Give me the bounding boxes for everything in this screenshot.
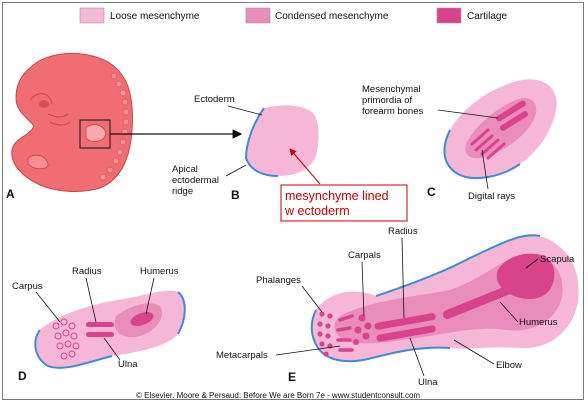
legend-swatch-loose (79, 7, 105, 24)
panel-c-letter: C (427, 185, 436, 199)
panel-e-letter: E (288, 370, 296, 384)
figure-frame (2, 2, 584, 400)
panel-a-letter: A (6, 187, 15, 201)
legend-label-cartilage: Cartilage (467, 11, 507, 22)
callout-arrow (289, 148, 321, 185)
embryo-somites (99, 72, 130, 181)
ulna-d-pointer (103, 337, 121, 361)
limb-bud-ectoderm (244, 107, 279, 177)
phalanges-e (317, 311, 333, 357)
label-mesenchymal-line-1: Mesenchymal (362, 84, 421, 95)
limb-d-ectoderm (34, 329, 113, 369)
label-radius-d: Radius (72, 266, 102, 277)
metacarpals-e (336, 314, 354, 352)
label-aer-line-2: ectodermal (172, 175, 219, 186)
embryo-lower-limb-bud (27, 154, 49, 170)
embryo-head-fold (29, 93, 53, 105)
callout-annotation: mesynchyme lined w ectoderm (280, 148, 408, 222)
limb-e-ectoderm (310, 309, 451, 363)
callout-box (280, 184, 408, 222)
label-aer-line-1: Apical (172, 164, 198, 175)
carpus-d (52, 318, 80, 360)
carpus-d-pointer (35, 291, 61, 323)
legend: Loose mesenchyme Condensed mesenchyme Ca… (79, 7, 507, 24)
embryo-upper-limb-bud (85, 124, 107, 142)
humerus-e (442, 281, 522, 320)
limb-d-ectoderm-top (177, 291, 186, 335)
ulna-e (376, 325, 436, 342)
limb-e-ectoderm-top (375, 234, 541, 297)
aer-pointer (225, 164, 247, 177)
callout-line-1: mesynchyme lined (285, 189, 389, 203)
label-humerus-e: Humerus (519, 317, 558, 328)
metacarpals-e-pointer (275, 345, 341, 356)
humerus-d (130, 312, 154, 326)
digital-rays-pointer (481, 149, 489, 190)
callout-line-2: w ectoderm (284, 204, 350, 218)
ulna-d (86, 332, 114, 337)
label-humerus-d: Humerus (140, 266, 179, 277)
label-ulna-d: Ulna (118, 359, 138, 370)
panel-d-limb: Carpus Radius Humerus Ulna D (12, 266, 186, 383)
ectoderm-pointer (227, 105, 263, 116)
embryo-pharyngeal-arches (47, 113, 71, 126)
label-mesenchymal-line-3: forearm bones (362, 106, 424, 117)
carpals-e (353, 314, 372, 345)
label-metacarpals-e: Metacarpals (216, 350, 268, 361)
mesenchymal-pointer (437, 109, 499, 119)
legend-label-condensed: Condensed mesenchyme (275, 11, 389, 22)
forearm-primordium-1 (496, 100, 526, 122)
panel-b-letter: B (231, 188, 240, 202)
label-carpus-d: Carpus (12, 281, 43, 292)
legend-swatch-condensed (245, 7, 271, 24)
embryo-eye (39, 100, 49, 108)
limb-bud-mesenchyme (245, 105, 319, 176)
phalanges-e-pointer (301, 285, 323, 313)
paddle-ectoderm (443, 129, 521, 180)
radius-e (374, 313, 436, 330)
panel-d-letter: D (18, 369, 27, 383)
elbow-e-pointer (453, 339, 495, 365)
scapula-e-pointer (525, 258, 539, 269)
panel-b-limb-bud: Ectoderm Apical ectodermal ridge B (172, 94, 319, 202)
panel-c-paddle: Mesenchymal primordia of forearm bones D… (362, 79, 557, 202)
panel-e-limb: Radius Carpals Phalanges Scapula Humerus… (216, 226, 579, 388)
label-ulna-e: Ulna (418, 377, 438, 388)
humerus-e-pointer (499, 301, 519, 323)
label-radius-e: Radius (388, 226, 418, 237)
legend-swatch-cartilage (436, 7, 462, 24)
label-mesenchymal-line-2: primordia of (362, 95, 413, 106)
label-phalanges-e: Phalanges (256, 275, 301, 286)
digital-rays (470, 128, 506, 160)
radius-d (86, 322, 114, 327)
label-elbow-e: Elbow (496, 360, 522, 371)
label-ectoderm: Ectoderm (194, 94, 235, 105)
ulna-e-pointer (409, 337, 425, 377)
radius-e-pointer (401, 237, 405, 319)
panel-a-embryo: A (6, 52, 243, 201)
label-carpals-e: Carpals (348, 250, 381, 261)
carpals-e-pointer (361, 261, 365, 317)
forearm-primordium-2 (499, 111, 529, 131)
label-digital-rays: Digital rays (468, 191, 515, 202)
legend-label-loose: Loose mesenchyme (110, 11, 200, 22)
label-aer-line-3: ridge (172, 186, 193, 197)
humerus-d-pointer (145, 277, 155, 315)
copyright-credit: © Elsevier. Moore & Persaud: Before We a… (136, 391, 420, 400)
label-scapula-e: Scapula (540, 254, 575, 265)
radius-d-pointer (85, 277, 97, 323)
